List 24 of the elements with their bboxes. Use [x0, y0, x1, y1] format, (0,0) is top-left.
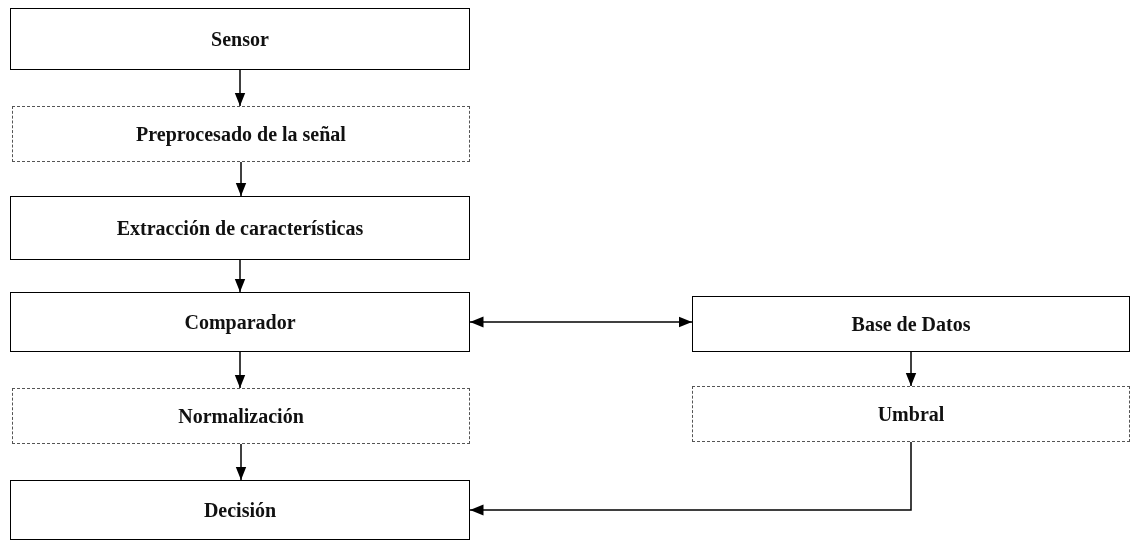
dashed-process-box [692, 386, 1130, 442]
double-arrow [469, 316, 693, 328]
box-label: Preprocesado de la señal [136, 122, 346, 146]
arrow [905, 351, 917, 387]
box-label: Umbral [877, 402, 945, 426]
box-label: Base de Datos [851, 312, 971, 336]
process-box [692, 296, 1130, 352]
box-label: Extracción de características [116, 216, 364, 240]
arrow [234, 69, 246, 107]
box-label: Decisión [203, 498, 277, 522]
arrow [469, 441, 912, 516]
box-label: Comparador [184, 310, 296, 334]
arrow [235, 161, 247, 197]
process-box [10, 196, 470, 260]
process-box [10, 480, 470, 540]
box-label: Sensor [211, 27, 269, 51]
dashed-process-box [12, 106, 470, 162]
process-box [10, 292, 470, 352]
box-label: Normalización [178, 404, 304, 428]
arrow [235, 443, 247, 481]
dashed-process-box [12, 388, 470, 444]
process-box [10, 8, 470, 70]
arrow [234, 259, 246, 293]
arrow [234, 351, 246, 389]
